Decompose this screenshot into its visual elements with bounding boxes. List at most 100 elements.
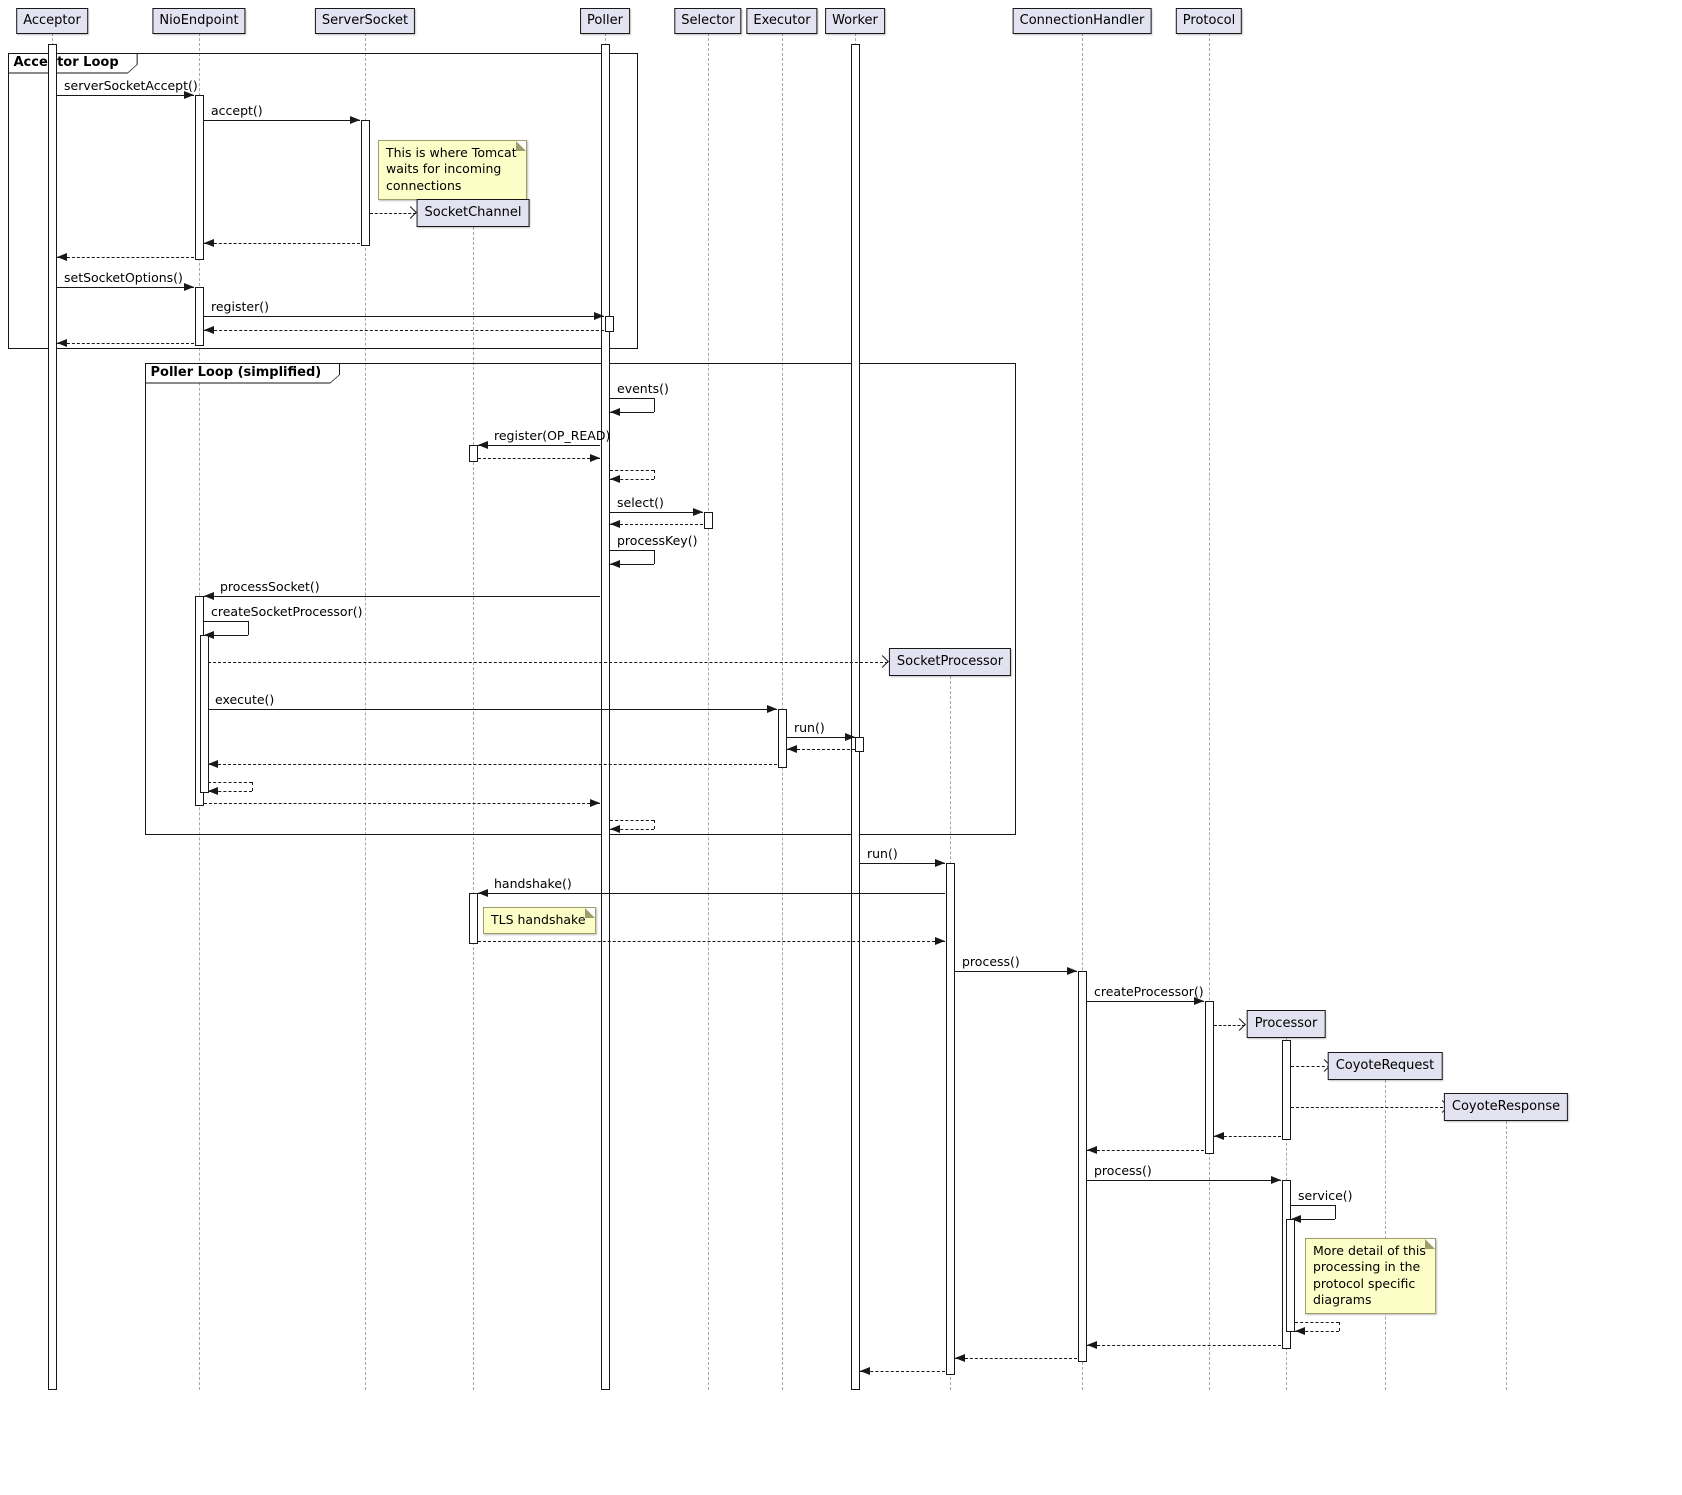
participant-serversocket: ServerSocket [314,8,416,34]
arrowhead-left [610,407,620,416]
message-line [370,213,416,214]
message-line [654,398,655,412]
activation-executor [777,709,787,768]
message-label: process() [1094,1163,1152,1178]
message-label: run() [867,846,898,861]
message-line [1339,1322,1340,1331]
message-line [955,971,1077,972]
arrowhead-right [1271,1175,1281,1184]
message-line [1087,1001,1204,1002]
frame-poller-loop-simplified: Poller Loop (simplified) [145,363,1016,835]
participant-socketprocessor: SocketProcessor [888,648,1012,676]
frame-tab: Acceptor Loop [8,53,138,74]
message-line [1087,1180,1281,1181]
lifeline-coyoteresponse [1506,1121,1507,1390]
participant-selector: Selector [674,8,742,34]
message-line [57,257,194,258]
arrowhead-left [1291,1214,1301,1223]
activation-socketchannel [468,445,478,462]
arrowhead-left [610,559,620,568]
message-line [654,820,655,829]
message-line [610,412,654,413]
message-line [787,749,855,750]
lifeline-protocol [1209,33,1210,1390]
activation-socketprocessor [945,863,955,1375]
message-line [955,1358,1077,1359]
participant-acceptor: Acceptor [16,8,88,34]
lifeline-serversocket [365,33,366,1390]
participant-coyoteresponse: CoyoteResponse [1443,1093,1569,1121]
arrowhead-right [935,858,945,867]
message-line [208,791,252,792]
arrowhead-left [478,440,488,449]
message-line [610,524,703,525]
participant-executor: Executor [746,8,818,34]
arrowhead-left [1295,1326,1305,1335]
message-label: select() [617,495,664,510]
message-label: createProcessor() [1094,984,1204,999]
activation-connectionhandler [1077,971,1087,1362]
message-line [478,893,945,894]
arrowhead-left [57,338,67,347]
arrowhead-right [590,798,600,807]
note-line: TLS handshake [491,912,586,927]
message-line [654,550,655,564]
arrowhead-left [787,744,797,753]
message-line [204,621,248,622]
arrowhead-right [767,704,777,713]
lifeline-selector [708,33,709,1390]
message-label: register() [211,299,269,314]
message-line [208,782,252,783]
message-line [610,550,654,551]
arrowhead-left [955,1353,965,1362]
message-line [1214,1025,1245,1026]
note-line: More detail of this [1313,1243,1426,1258]
participant-coyoterequest: CoyoteRequest [1327,1052,1443,1080]
arrowhead-left [610,519,620,528]
message-line [478,458,600,459]
message-line [208,764,777,765]
message-line [1295,1322,1339,1323]
note-line: This is where Tomcat [386,145,517,160]
arrowhead-left [208,759,218,768]
message-label: events() [617,381,669,396]
message-line [204,596,600,597]
note: TLS handshake [483,907,596,935]
note-line: diagrams [1313,1291,1372,1307]
arrowhead-left [1087,1145,1097,1154]
activation-processor [1285,1219,1295,1332]
activation-serversocket [360,120,370,246]
arrowhead-right [594,311,604,320]
participant-poller: Poller [580,8,630,34]
activation-worker [850,44,860,1390]
activation-poller [600,44,610,1390]
note-line: protocol specific [1313,1275,1416,1291]
arrowhead-left [204,591,214,600]
activation-protocol [1204,1001,1214,1154]
arrowhead-open [1233,1018,1246,1031]
message-line [1291,1205,1335,1206]
lifeline-connectionhandler [1082,33,1083,1390]
message-line [208,709,777,710]
arrowhead-left [57,252,67,261]
arrowhead-left [204,238,214,247]
activation-nioendpoint [194,95,204,260]
message-line [610,820,654,821]
arrowhead-right [935,936,945,945]
arrowhead-left [478,888,488,897]
message-line [654,470,655,479]
message-line [1291,1066,1330,1067]
participant-connectionhandler: ConnectionHandler [1012,8,1152,34]
arrowhead-left [204,630,214,639]
message-label: processKey() [617,533,698,548]
activation-selector [703,512,713,529]
frame-label: Acceptor Loop [9,54,137,73]
message-label: service() [1298,1188,1353,1203]
message-line [610,470,654,471]
message-line [1214,1136,1281,1137]
activation-socketchannel [468,893,478,944]
frame-acceptor-loop: Acceptor Loop [8,53,638,349]
